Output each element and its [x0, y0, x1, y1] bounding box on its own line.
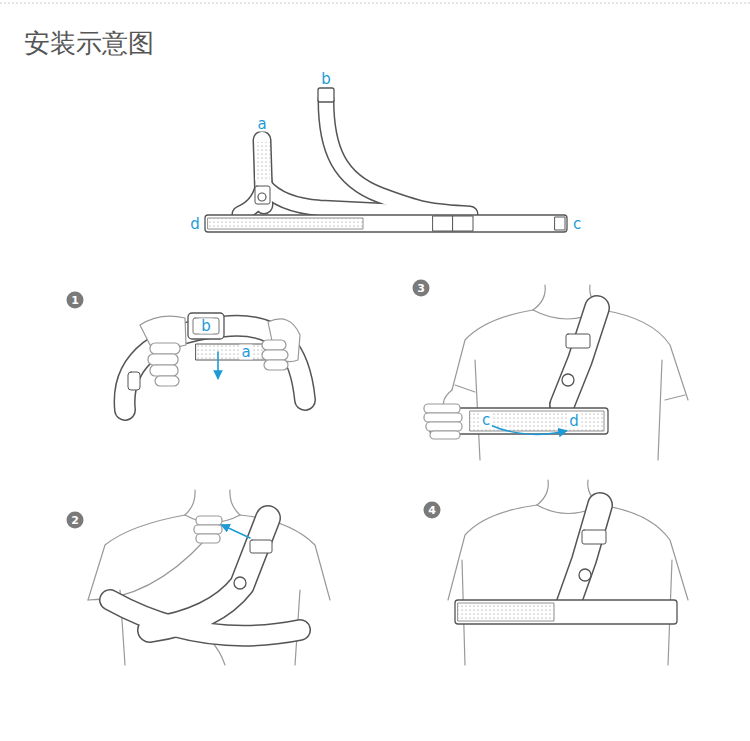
part-letter: a [255, 117, 268, 132]
step2-figure [88, 490, 330, 665]
part-letter: c [571, 217, 583, 232]
part-letter: b [319, 72, 333, 87]
step3-figure [424, 285, 688, 460]
step-number-text: 1 [71, 295, 79, 306]
step-number: 1 [67, 292, 84, 309]
step-number-text: 4 [428, 505, 436, 516]
part-letter: d [567, 414, 581, 429]
step-number-text: 3 [417, 283, 425, 294]
part-letter: a [239, 345, 252, 360]
part-letter: b [199, 319, 213, 334]
step-number: 2 [67, 512, 84, 529]
step-number-text: 2 [71, 515, 79, 526]
title: 安装示意图 [24, 26, 154, 61]
top-rule [0, 3, 750, 4]
strap-flat [205, 88, 567, 232]
step1-figure [125, 313, 305, 410]
step-number: 4 [424, 502, 441, 519]
step-number: 3 [413, 280, 430, 297]
part-letter: c [480, 413, 492, 428]
step4-figure [448, 480, 688, 665]
part-letter: d [188, 217, 202, 232]
